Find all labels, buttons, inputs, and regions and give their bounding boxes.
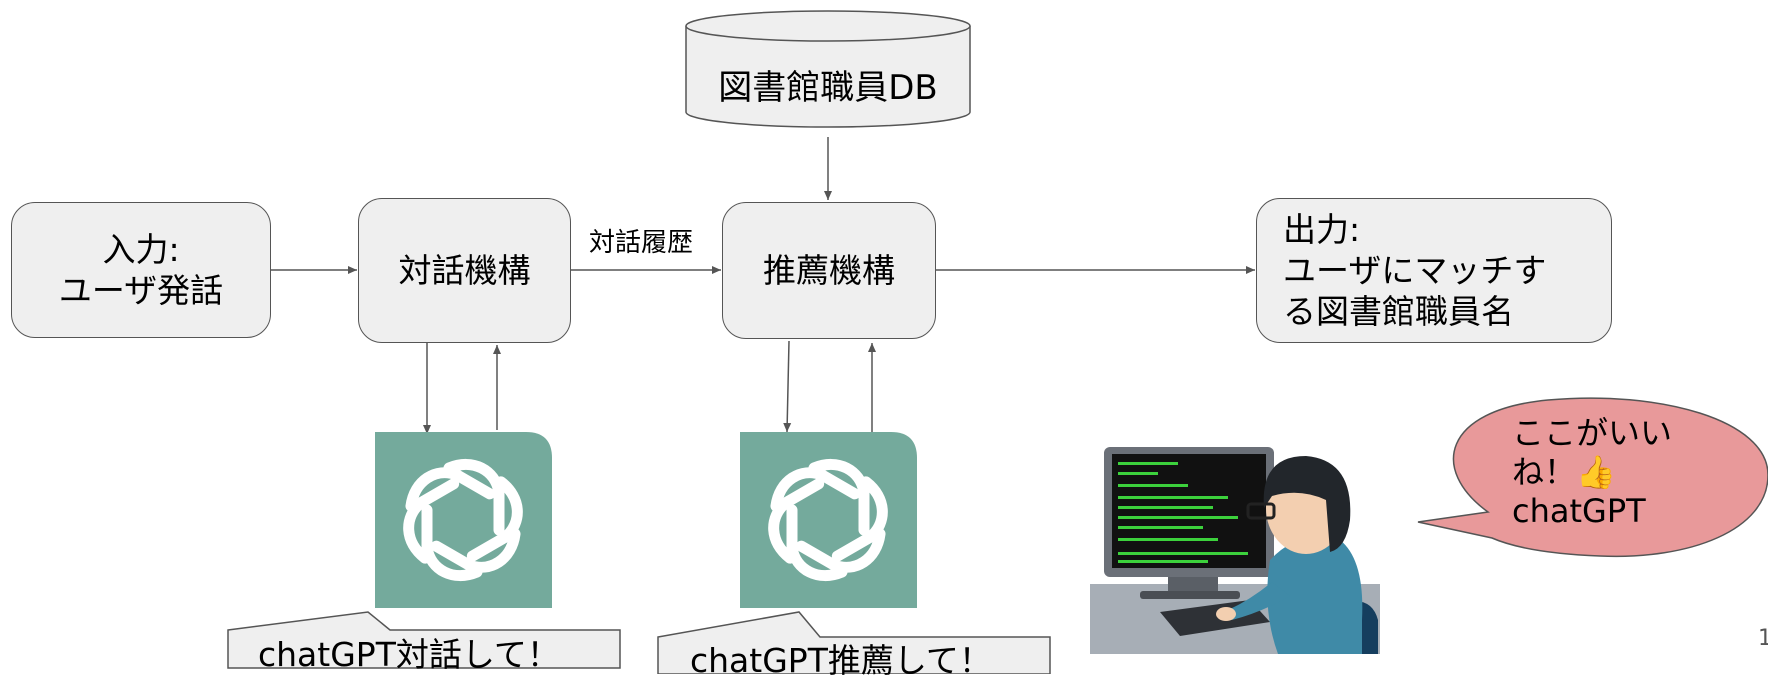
dialogue-mechanism-box: 対話機構 [358,198,571,343]
chatgpt-logo-icon [740,432,917,608]
database-cylinder [685,10,971,128]
page-number: 1 [1758,626,1768,651]
output-box-text-line1: ユーザにマッチす [1283,250,1547,290]
chatgpt-logo-icon [375,432,552,608]
dialogue-history-label: 対話履歴 [589,228,694,258]
output-box-text-line2: る図書館職員名 [1283,292,1514,332]
database-label: 図書館職員DB [718,68,938,108]
recommendation-mechanism-label: 推薦機構 [763,250,895,290]
input-box: 入力: ユーザ発話 [11,202,271,338]
callout-recommend-text: chatGPT推薦して！ [690,641,992,680]
output-box-title: 出力: [1283,209,1361,249]
input-box-title: 入力: [102,229,180,269]
speech-bubble-line2: ね！👍 [1512,453,1616,492]
recommendation-mechanism-box: 推薦機構 [722,202,936,339]
speech-bubble-shape [1417,397,1768,558]
speech-bubble-text: ここがいい ね！👍 chatGPT [1512,414,1672,531]
speech-bubble-line3: chatGPT [1512,492,1646,531]
dialogue-mechanism-label: 対話機構 [398,250,531,290]
arrow-recommend-to-chatgpt [783,340,792,433]
callout-dialogue-text: chatGPT対話して！ [258,635,560,674]
callout-recommend-shape [657,611,1051,674]
speech-bubble-line1: ここがいい [1512,414,1673,452]
programmer-illustration [1090,447,1380,654]
input-box-text: ユーザ発話 [58,271,224,310]
output-box: 出力: ユーザにマッチす る図書館職員名 [1256,198,1612,343]
callout-dialogue-shape [227,611,621,669]
